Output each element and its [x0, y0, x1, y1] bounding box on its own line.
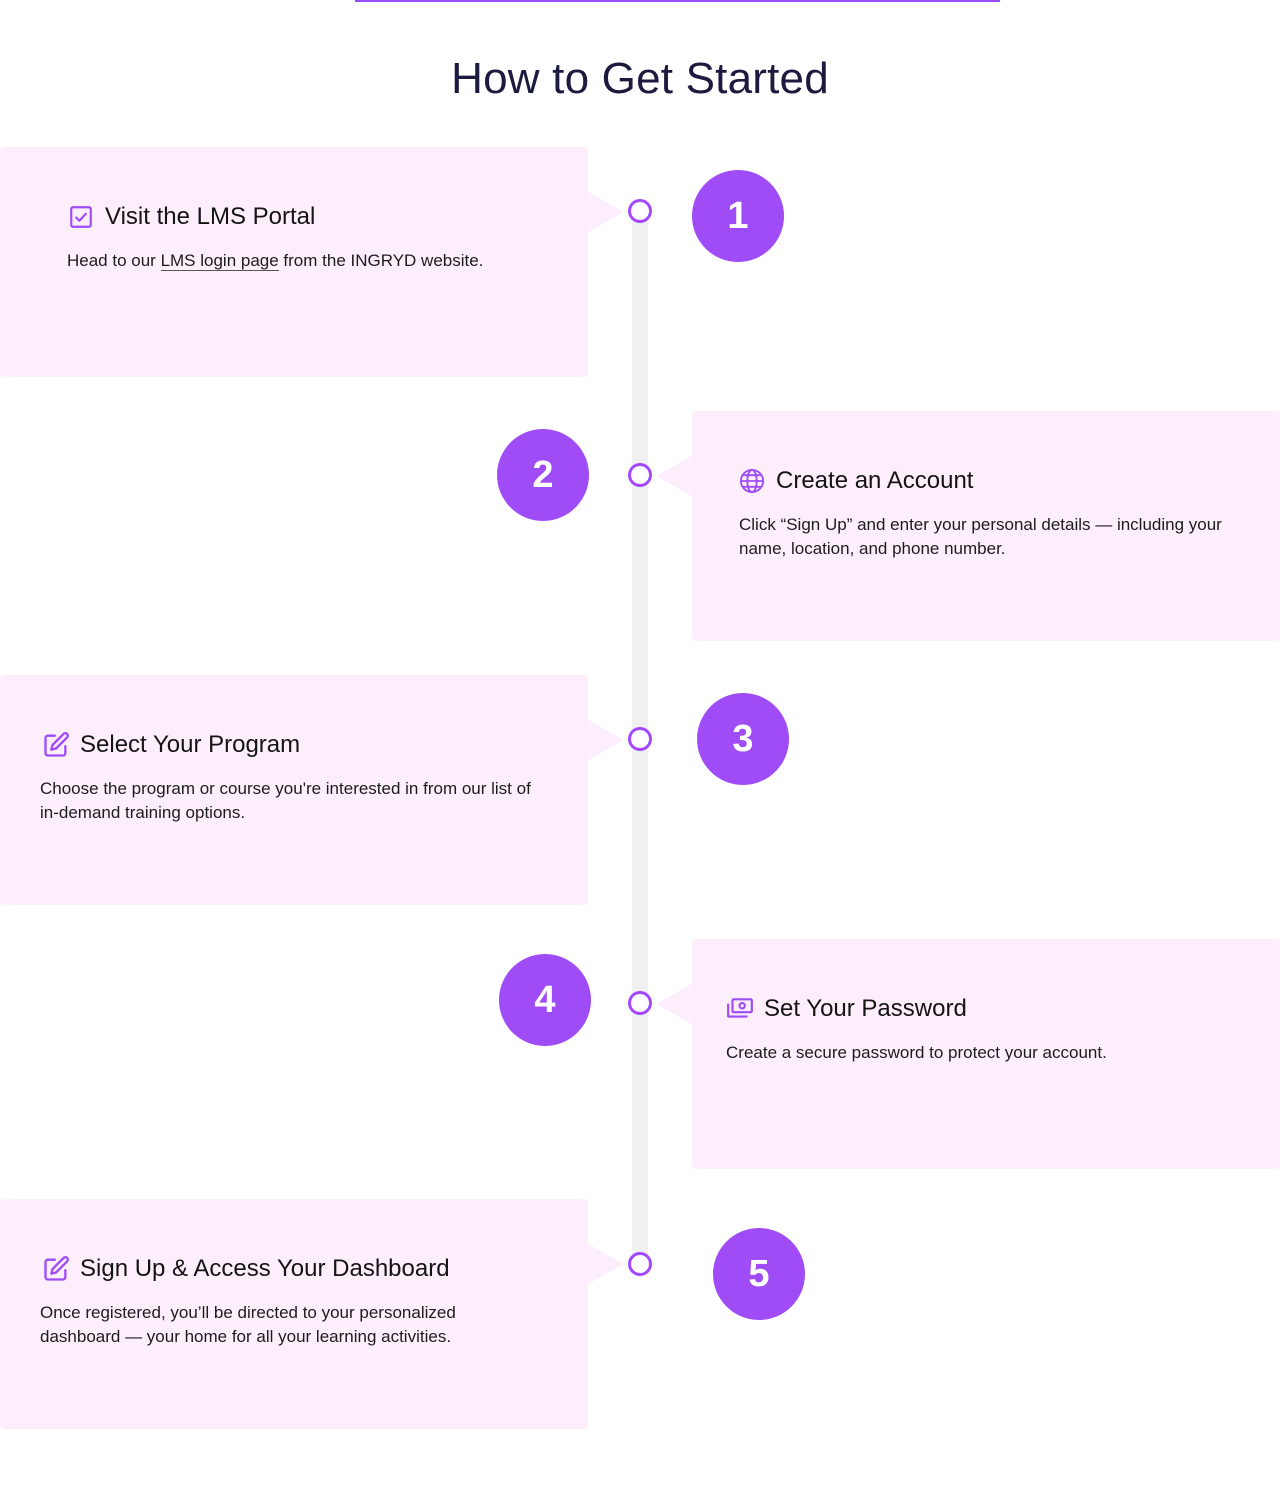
step-header-5: Sign Up & Access Your Dashboard	[42, 1255, 450, 1283]
step-header-1: Visit the LMS Portal	[67, 203, 315, 231]
step-card-3: Select Your Program Choose the program o…	[0, 675, 624, 905]
lms-login-link[interactable]: LMS login page	[160, 251, 279, 271]
step-card-1: Visit the LMS Portal Head to our LMS log…	[0, 147, 624, 377]
step-title-5: Sign Up & Access Your Dashboard	[80, 1255, 450, 1282]
step-card-4: Set Your Password Create a secure passwo…	[656, 939, 1280, 1169]
edit-icon	[42, 1255, 70, 1283]
step-header-4: Set Your Password	[726, 995, 967, 1023]
step-body-1: Head to our LMS login page from the INGR…	[67, 249, 547, 273]
step-body-4: Create a secure password to protect your…	[726, 1043, 1107, 1062]
timeline-node-2	[628, 463, 652, 487]
step-number-badge-1: 1	[692, 170, 784, 262]
step-card-2: Create an Account Click “Sign Up” and en…	[656, 411, 1280, 641]
step-header-3: Select Your Program	[42, 731, 300, 759]
step-header-2: Create an Account	[738, 467, 973, 495]
step-body-2: Click “Sign Up” and enter your personal …	[739, 515, 1222, 558]
step-number-badge-4: 4	[499, 954, 591, 1046]
money-icon	[726, 995, 754, 1023]
step-number-badge-3: 3	[697, 693, 789, 785]
step-body-3: Choose the program or course you're inte…	[40, 779, 531, 822]
timeline-node-3	[628, 727, 652, 751]
step-title-1: Visit the LMS Portal	[105, 203, 316, 230]
timeline-node-5	[628, 1252, 652, 1276]
step-number-badge-5: 5	[713, 1228, 805, 1320]
step-card-5: Sign Up & Access Your Dashboard Once reg…	[0, 1199, 624, 1429]
page-title: How to Get Started	[451, 54, 829, 103]
step-body-5: Once registered, you’ll be directed to y…	[40, 1303, 456, 1346]
step-number-badge-2: 2	[497, 429, 589, 521]
step-title-4: Set Your Password	[764, 995, 967, 1022]
timeline-node-1	[628, 199, 652, 223]
top-accent-line	[355, 0, 1000, 2]
globe-icon	[738, 467, 766, 495]
step-title-2: Create an Account	[776, 467, 974, 494]
step-body-1-prefix: Head to our	[67, 251, 161, 270]
edit-icon	[42, 731, 70, 759]
checkbox-icon	[67, 203, 95, 231]
step-body-1-suffix: from the INGRYD website.	[278, 251, 484, 270]
step-title-3: Select Your Program	[80, 731, 301, 758]
timeline-node-4	[628, 991, 652, 1015]
